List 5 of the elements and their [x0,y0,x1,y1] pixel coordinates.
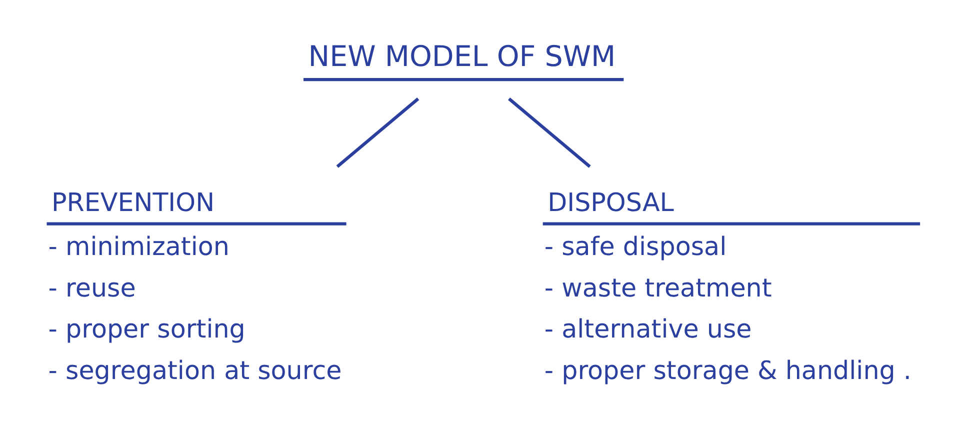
node-text: DISPOSAL - safe disposal - waste treatment - alternative use - proper storage & handling . [544,186,911,385]
node-text: NEW MODEL OF SWM [308,40,616,73]
node-text: PREVENTION - minimization - reuse - proper sorting - segregation at source [48,186,342,385]
connector [508,98,590,168]
connector [336,98,419,168]
